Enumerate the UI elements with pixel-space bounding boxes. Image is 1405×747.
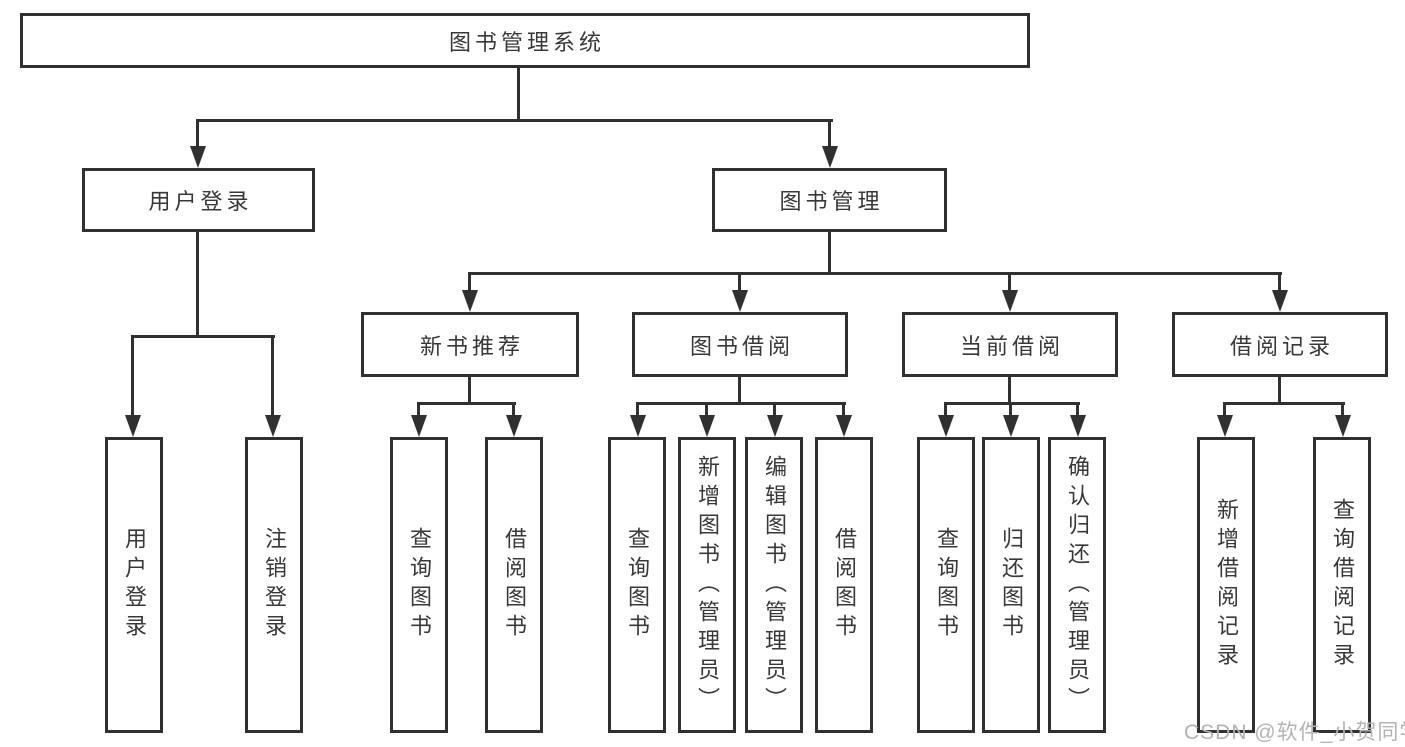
connector-line [468, 272, 1282, 275]
leaf-label: 确认归还（管理员） [1065, 454, 1090, 716]
connector-line [1223, 402, 1345, 405]
connector-line [1009, 402, 1012, 417]
node-library-system: 图书管理系统 [20, 13, 1030, 68]
leaf-label: 用户登录 [122, 527, 147, 643]
leaf-label: 编辑图书（管理员） [762, 454, 787, 716]
connector-line [131, 335, 134, 417]
node-book-borrowing: 图书借阅 [632, 312, 848, 377]
connector-line [842, 402, 845, 417]
leaf-label: 新增借阅记录 [1214, 498, 1239, 672]
leaf-borrow-books-recommend: 借阅图书 [485, 437, 543, 733]
arrow-down-icon [265, 415, 281, 437]
connector-line [944, 402, 1080, 405]
connector-line [773, 402, 776, 417]
arrow-down-icon [125, 415, 141, 437]
node-current-borrowing: 当前借阅 [902, 312, 1118, 377]
arrow-down-icon [1217, 415, 1233, 437]
node-new-book-recommend: 新书推荐 [361, 312, 579, 377]
node-book-management: 图书管理 [712, 168, 947, 232]
connector-line [1223, 402, 1226, 417]
connector-line [705, 402, 708, 417]
connector-line [828, 232, 831, 275]
leaf-label: 查询图书 [934, 527, 959, 643]
arrow-down-icon [411, 415, 427, 437]
connector-line [636, 402, 639, 417]
connector-line [131, 335, 275, 338]
connector-line [512, 402, 515, 417]
connector-line [196, 232, 199, 338]
connector-line [196, 119, 833, 122]
connector-line [196, 119, 199, 147]
leaf-confirm-return-admin: 确认归还（管理员） [1048, 437, 1106, 733]
connector-line [1008, 377, 1011, 404]
arrow-down-icon [732, 290, 748, 312]
arrow-down-icon [1002, 290, 1018, 312]
leaf-label: 归还图书 [999, 527, 1024, 643]
connector-line [944, 402, 947, 417]
arrow-down-icon [190, 146, 206, 168]
leaf-return-books: 归还图书 [982, 437, 1040, 733]
leaf-label: 新增图书（管理员） [695, 454, 720, 716]
leaf-query-books-borrowing: 查询图书 [608, 437, 666, 733]
leaf-edit-books-admin: 编辑图书（管理员） [745, 437, 803, 733]
connector-line [1341, 402, 1344, 417]
leaf-user-login: 用户登录 [105, 437, 163, 733]
leaf-query-books-recommend: 查询图书 [390, 437, 448, 733]
connector-line [517, 68, 520, 121]
connector-line [738, 272, 741, 292]
arrow-down-icon [462, 290, 478, 312]
connector-line [828, 119, 831, 147]
arrow-down-icon [938, 415, 954, 437]
watermark: CSDN @软件_小贺同学 [1184, 721, 1405, 744]
connector-line [271, 335, 274, 417]
connector-line [1278, 377, 1281, 404]
connector-line [468, 272, 471, 292]
arrow-down-icon [699, 415, 715, 437]
leaf-label: 注销登录 [262, 527, 287, 643]
leaf-label: 借阅图书 [502, 527, 527, 643]
connector-line [417, 402, 516, 405]
connector-line [417, 402, 420, 417]
arrow-down-icon [1272, 290, 1288, 312]
node-user-login: 用户登录 [82, 168, 315, 232]
arrow-down-icon [1003, 415, 1019, 437]
connector-line [1278, 272, 1281, 292]
arrow-down-icon [767, 415, 783, 437]
node-borrowing-records: 借阅记录 [1172, 312, 1388, 377]
leaf-query-books-current: 查询图书 [917, 437, 975, 733]
leaf-add-books-admin: 新增图书（管理员） [678, 437, 736, 733]
arrow-down-icon [630, 415, 646, 437]
connector-line [1008, 272, 1011, 292]
leaf-label: 借阅图书 [832, 527, 857, 643]
leaf-label: 查询图书 [625, 527, 650, 643]
leaf-query-borrow-record: 查询借阅记录 [1313, 437, 1371, 733]
arrow-down-icon [836, 415, 852, 437]
arrow-down-icon [506, 415, 522, 437]
leaf-label: 查询借阅记录 [1330, 498, 1355, 672]
connector-line [636, 402, 846, 405]
arrow-down-icon [822, 146, 838, 168]
connector-line [468, 377, 471, 404]
leaf-add-borrow-record: 新增借阅记录 [1197, 437, 1255, 733]
arrow-down-icon [1335, 415, 1351, 437]
leaf-label: 查询图书 [407, 527, 432, 643]
connector-line [1076, 402, 1079, 417]
arrow-down-icon [1070, 415, 1086, 437]
connector-line [738, 377, 741, 404]
leaf-borrow-books: 借阅图书 [815, 437, 873, 733]
leaf-logout: 注销登录 [245, 437, 303, 733]
